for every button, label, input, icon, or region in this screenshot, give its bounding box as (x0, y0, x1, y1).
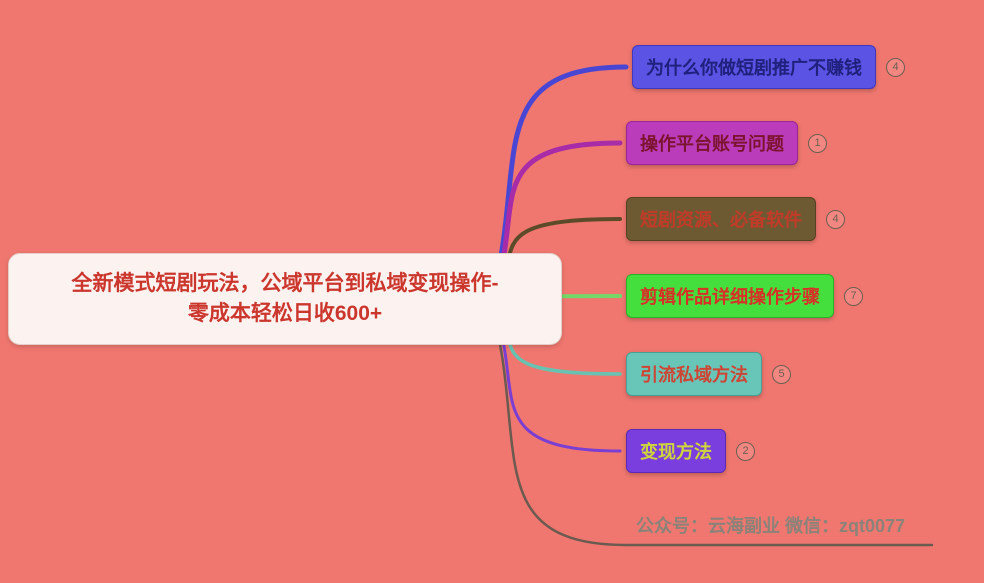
root-title-line1: 全新模式短剧玩法，公域平台到私域变现操作- (71, 272, 499, 295)
root-title-line2: 零成本轻松日收600+ (187, 302, 383, 325)
branch-node-3[interactable]: 短剧资源、必备软件 (626, 197, 816, 241)
child-count-badge[interactable]: 1 (808, 133, 827, 153)
child-count-badge[interactable]: 4 (826, 209, 845, 229)
child-count-badge[interactable]: 5 (772, 364, 791, 384)
child-count-badge[interactable]: 4 (886, 57, 905, 77)
branch-node-6[interactable]: 变现方法 (626, 429, 726, 473)
branch-node-2[interactable]: 操作平台账号问题 (626, 121, 798, 165)
branch-node-5[interactable]: 引流私域方法 (626, 352, 762, 396)
footer-underline-branch-line (488, 300, 934, 547)
branch-node-4[interactable]: 剪辑作品详细操作步骤 (626, 274, 834, 318)
branch-line (487, 64, 629, 305)
root-node[interactable]: 全新模式短剧玩法，公域平台到私域变现操作- 零成本轻松日收600+ (8, 253, 562, 345)
child-count-badge[interactable]: 2 (736, 441, 755, 461)
child-count-badge[interactable]: 7 (844, 286, 863, 306)
footer-node[interactable]: 公众号：云海副业 微信：zqt0077 (636, 516, 906, 536)
branch-node-1[interactable]: 为什么你做短剧推广不赚钱 (632, 45, 876, 89)
